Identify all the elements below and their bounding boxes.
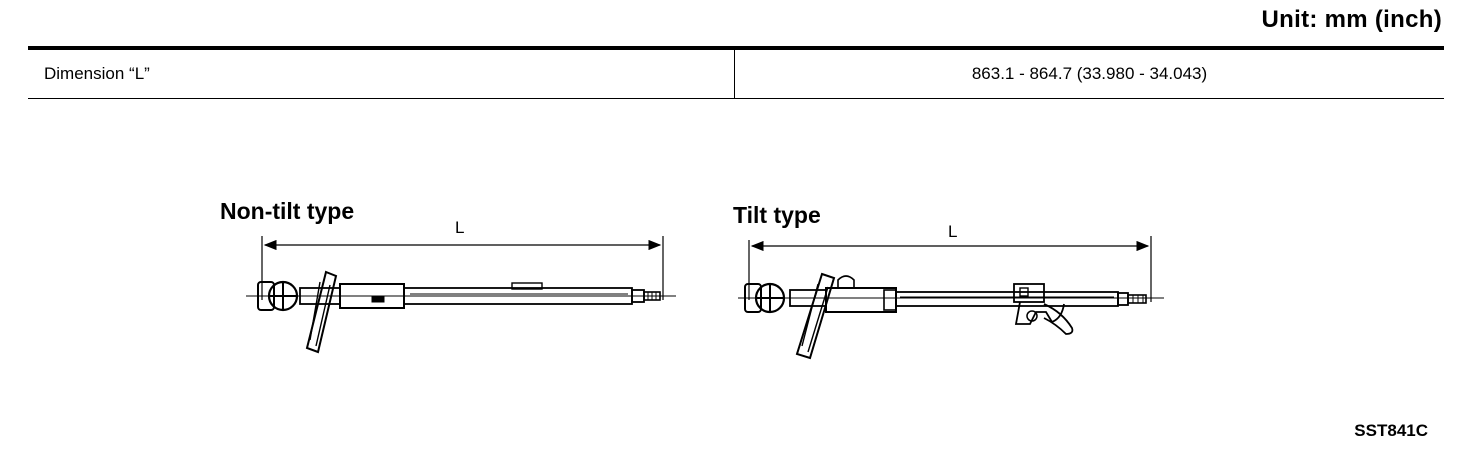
tilt-column-drawing — [738, 236, 1164, 360]
figure-code: SST841C — [1354, 421, 1428, 440]
non-tilt-dimension-label: L — [455, 218, 465, 237]
tilt-dimension-label: L — [948, 222, 958, 241]
tilt-title: Tilt type — [733, 202, 821, 228]
non-tilt-title: Non-tilt type — [220, 198, 355, 224]
spec-value: 863.1 - 864.7 (33.980 - 34.043) — [971, 64, 1208, 83]
spec-label: Dimension “L” — [28, 50, 735, 98]
spec-table: Dimension “L” 863.1 - 864.7 (33.980 - 34… — [28, 46, 1444, 99]
unit-label: Unit: mm (inch) — [1261, 6, 1442, 33]
non-tilt-column-drawing — [246, 236, 676, 354]
